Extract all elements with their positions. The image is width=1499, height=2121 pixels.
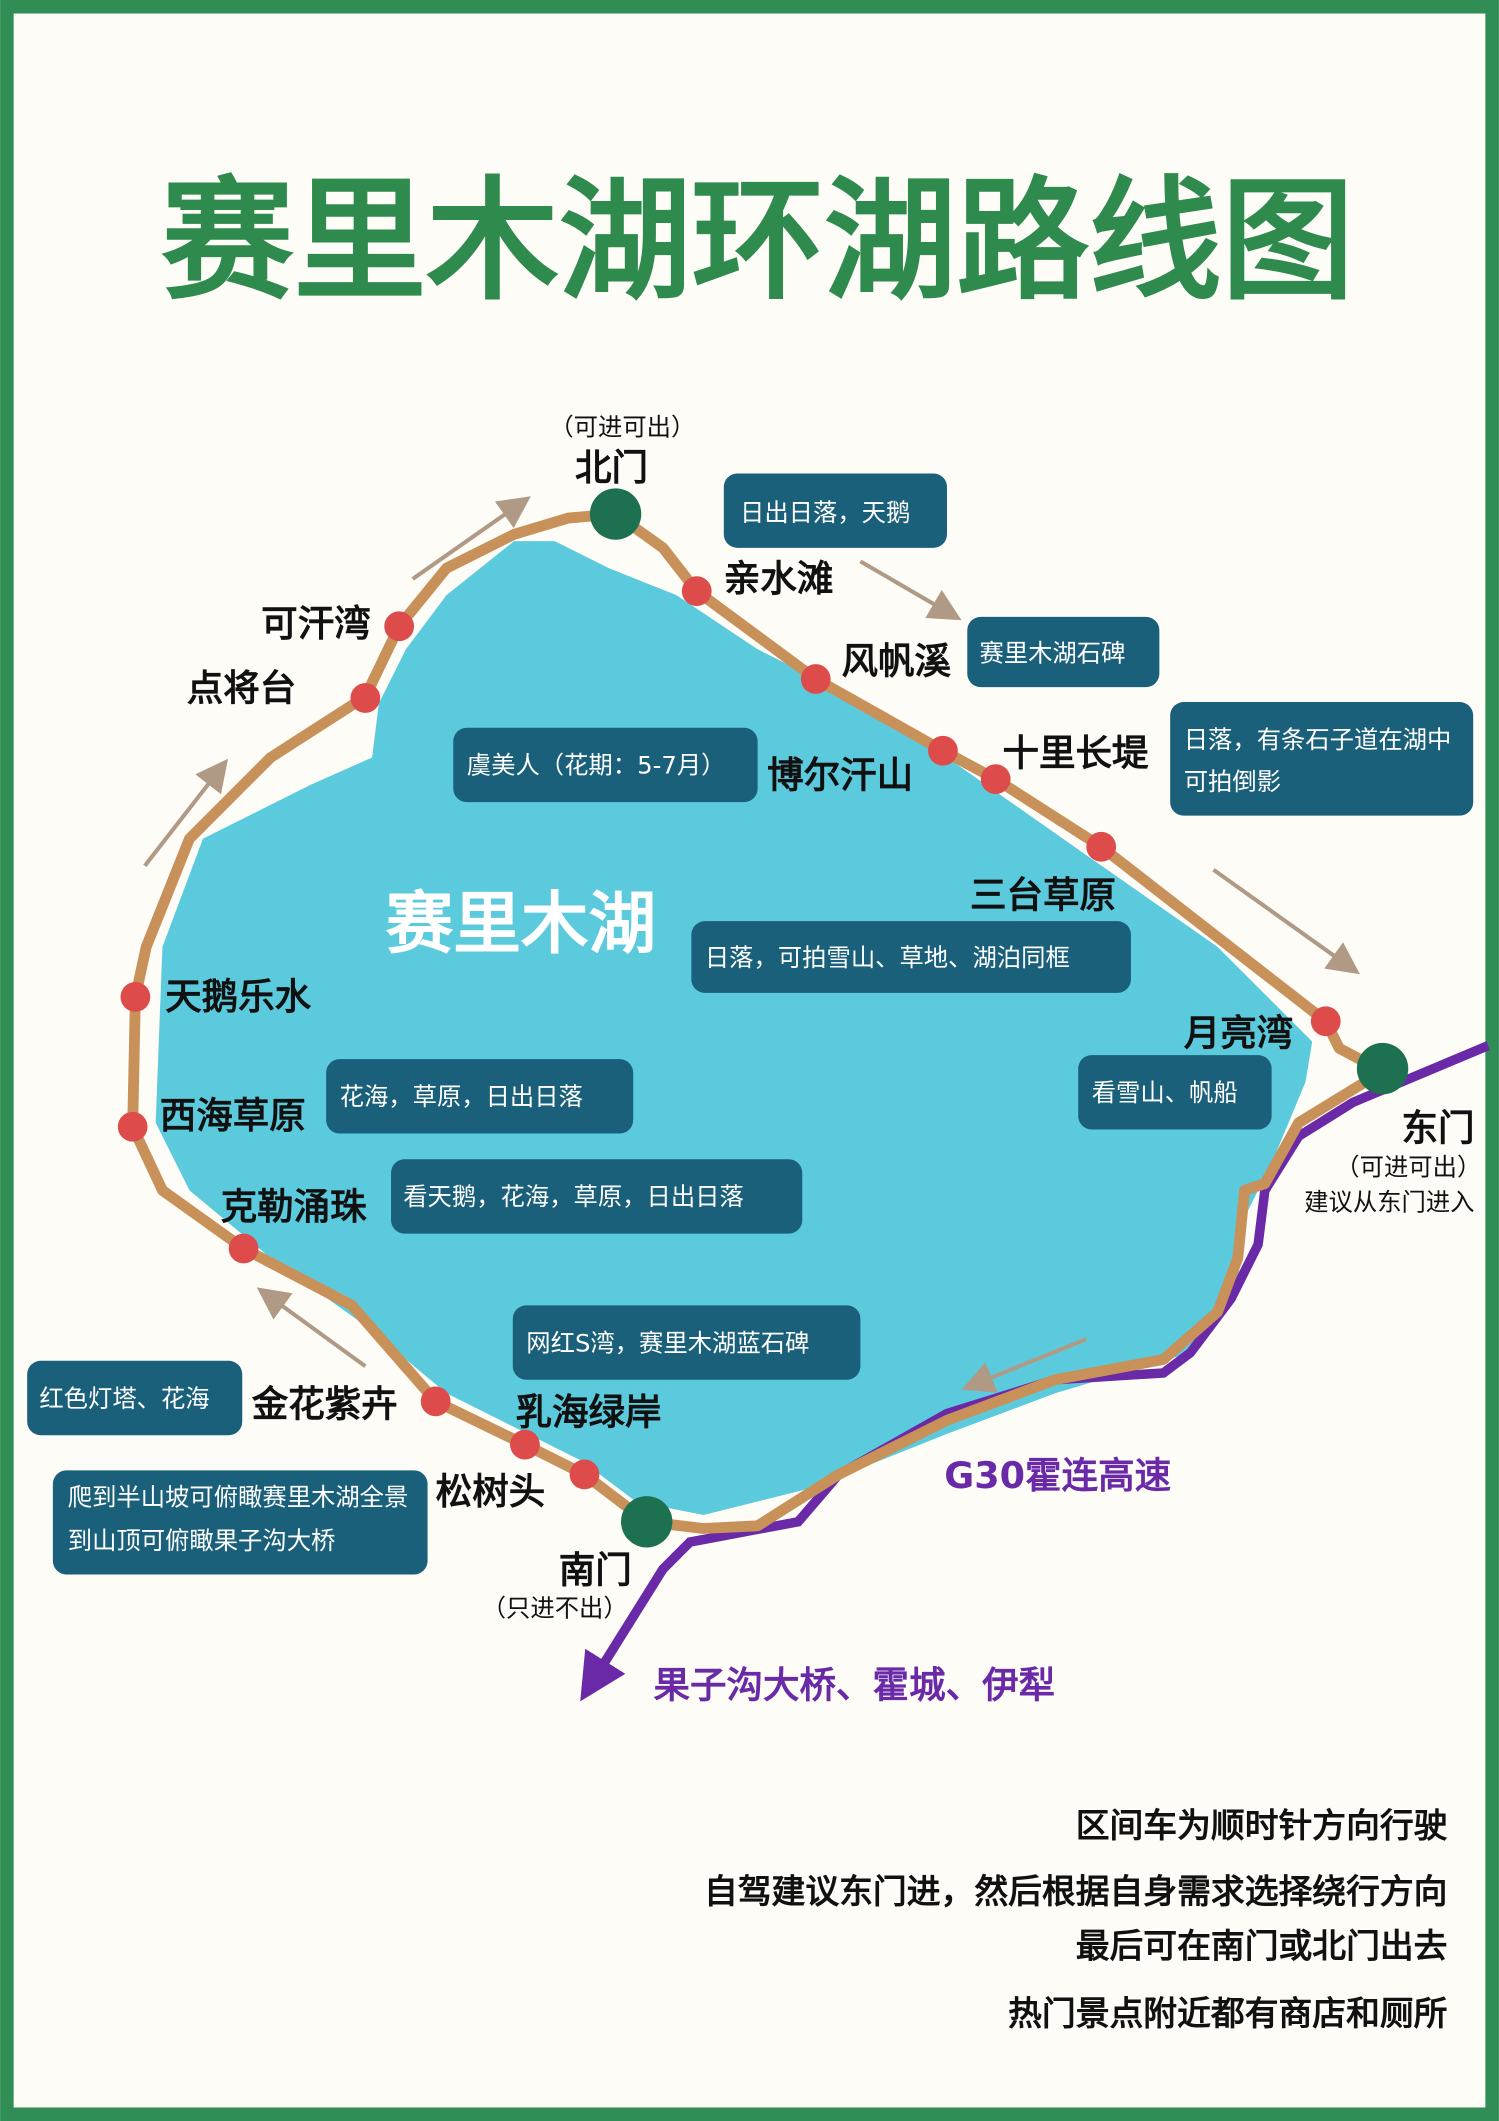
svg-text:看雪山、帆船: 看雪山、帆船	[1092, 1078, 1238, 1107]
spot-label: 松树头	[436, 1470, 546, 1513]
footer-line: 热门景点附近都有商店和厕所	[1008, 1994, 1447, 2033]
note-box: 看雪山、帆船	[1078, 1055, 1272, 1130]
east-gate-dot	[1356, 1042, 1409, 1095]
north-gate-note: （可进可出）	[549, 413, 695, 442]
spot-label: 金花紫卉	[251, 1382, 398, 1425]
spot-label: 风帆溪	[841, 640, 951, 683]
note-box: 网红S湾，赛里木湖蓝石碑	[512, 1305, 861, 1380]
gate-markers	[589, 488, 1409, 1548]
spot-dot	[384, 611, 415, 642]
svg-text:虞美人（花期：5-7月）: 虞美人（花期：5-7月）	[467, 751, 726, 780]
note-box: 花海，草原，日出日落	[326, 1059, 634, 1134]
note-box: 看天鹅，花海，草原，日出日落	[391, 1159, 803, 1234]
highway-line	[580, 1041, 1490, 1702]
arrow-icon	[1212, 868, 1361, 975]
arrow-icon	[256, 1287, 367, 1368]
spot-dot	[800, 664, 831, 694]
page-title: 赛里木湖环湖路线图	[161, 165, 1354, 319]
footer-line: 区间车为顺时针方向行驶	[1076, 1806, 1448, 1845]
svg-text:日出日落，天鹅: 日出日落，天鹅	[740, 498, 910, 527]
footer-line: 自驾建议东门进，然后根据自身需求选择绕行方向	[704, 1872, 1448, 1911]
arrow-icon	[411, 496, 531, 581]
spot-dot	[228, 1233, 259, 1264]
svg-text:爬到半山坡可俯瞰赛里木湖全景: 爬到半山坡可俯瞰赛里木湖全景	[68, 1483, 409, 1512]
svg-text:看天鹅，花海，草原，日出日落: 看天鹅，花海，草原，日出日落	[403, 1182, 744, 1211]
note-box: 红色灯塔、花海	[27, 1360, 243, 1436]
spot-dot	[1086, 831, 1117, 862]
svg-text:红色灯塔、花海: 红色灯塔、花海	[39, 1384, 209, 1413]
spot-label: 十里长堤	[1002, 732, 1149, 775]
svg-text:网红S湾，赛里木湖蓝石碑: 网红S湾，赛里木湖蓝石碑	[526, 1328, 809, 1357]
svg-text:可拍倒影: 可拍倒影	[1184, 767, 1281, 796]
arrow-icon	[859, 559, 962, 621]
spot-label: 亲水滩	[724, 557, 834, 600]
route-line-east	[612, 509, 1386, 1077]
footer-line: 最后可在南门或北门出去	[1076, 1926, 1448, 1965]
spot-dot	[117, 1111, 148, 1142]
svg-text:日落，可拍雪山、草地、湖泊同框: 日落，可拍雪山、草地、湖泊同框	[705, 943, 1070, 972]
spot-markers	[117, 576, 1341, 1490]
east-gate-label: 东门	[1401, 1106, 1474, 1149]
spot-label: 月亮湾	[1184, 1012, 1294, 1055]
direction-arrows	[143, 496, 1361, 1393]
spot-label: 西海草原	[160, 1094, 306, 1137]
south-gate-label: 南门	[559, 1549, 632, 1592]
note-box: 赛里木湖石碑	[967, 616, 1160, 688]
north-gate-dot	[589, 488, 642, 540]
spot-dot	[928, 735, 958, 766]
south-gate-note: （只进不出）	[482, 1593, 628, 1622]
north-gate-label: 北门	[575, 446, 648, 489]
lake	[155, 541, 1313, 1515]
spot-dot	[1310, 1006, 1341, 1037]
note-box: 虞美人（花期：5-7月）	[453, 727, 758, 803]
spot-label: 天鹅乐水	[165, 975, 312, 1018]
spot-label: 博尔汗山	[767, 753, 913, 796]
east-gate-note: （可进可出）	[1335, 1152, 1481, 1181]
spot-label: 乳海绿岸	[515, 1390, 661, 1433]
svg-text:花海，草原，日出日落: 花海，草原，日出日落	[340, 1082, 583, 1111]
spot-label: 可汗湾	[261, 602, 371, 645]
spot-dot	[420, 1386, 451, 1417]
spot-dot	[510, 1429, 540, 1460]
note-box: 日出日落，天鹅	[723, 473, 947, 548]
spot-dot	[569, 1459, 600, 1490]
arrow-icon	[961, 1337, 1088, 1393]
note-box: 日落，可拍雪山、草地、湖泊同框	[691, 921, 1131, 993]
spot-dot	[120, 982, 151, 1012]
spot-label: 点将台	[187, 667, 297, 710]
svg-text:日落，有条石子道在湖中: 日落，有条石子道在湖中	[1184, 725, 1452, 754]
arrow-icon	[143, 758, 229, 867]
spot-dot	[350, 683, 381, 713]
spot-label: 克勒涌珠	[221, 1185, 368, 1228]
lake-name: 赛里木湖	[386, 884, 657, 963]
spot-dot	[980, 764, 1011, 795]
svg-text:到山顶可俯瞰果子沟大桥: 到山顶可俯瞰果子沟大桥	[68, 1526, 336, 1555]
spot-dot	[681, 576, 712, 606]
south-gate-dot	[620, 1496, 673, 1548]
spot-label: 三台草原	[970, 874, 1116, 917]
highway-name: G30霍连高速	[944, 1454, 1171, 1497]
highway-destination: 果子沟大桥、霍城、伊犁	[653, 1664, 1055, 1707]
east-gate-tip: 建议从东门进入	[1304, 1188, 1474, 1217]
svg-text:赛里木湖石碑: 赛里木湖石碑	[979, 638, 1125, 667]
